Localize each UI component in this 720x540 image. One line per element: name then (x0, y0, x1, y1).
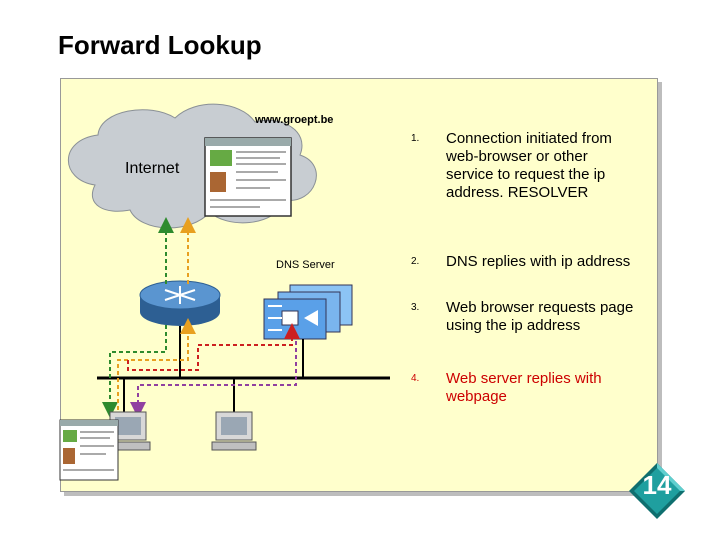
url-label: www.groept.be (255, 114, 334, 126)
slide-number-badge (629, 463, 685, 519)
workstation-icon (211, 411, 257, 451)
internet-label: Internet (125, 160, 180, 177)
step-3-text: Web browser requests page using the ip a… (446, 299, 634, 334)
path-red-dns (127, 323, 300, 371)
step-4-number: 4. (411, 373, 420, 384)
browser-window-icon (59, 419, 119, 481)
path-orange-route (117, 318, 196, 410)
slide-title: Forward Lookup (58, 30, 262, 60)
dns-server-icon (263, 284, 353, 340)
step-4-text: Web server replies with webpage (446, 370, 602, 405)
dns-server-label: DNS Server (276, 259, 335, 271)
slide-number: 14 (642, 470, 672, 500)
browser-window-icon (204, 137, 292, 217)
step-2-number: 2. (411, 256, 420, 267)
step-1-text: Connection initiated from web-browser or… (446, 130, 612, 201)
path-green-down (102, 325, 167, 418)
step-3-number: 3. (411, 302, 420, 313)
step-1-number: 1. (411, 133, 420, 144)
router-icon (139, 280, 221, 326)
path-purple-reply (130, 341, 297, 418)
step-2-text: DNS replies with ip address (446, 253, 631, 270)
